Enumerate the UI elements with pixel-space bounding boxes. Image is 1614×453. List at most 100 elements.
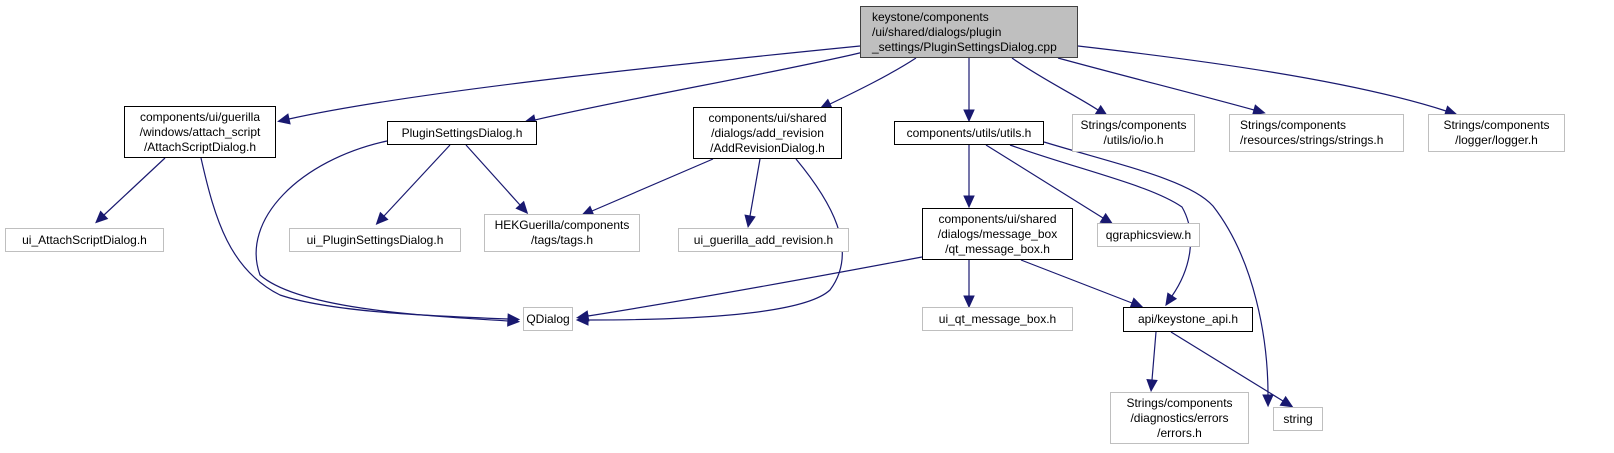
edge-root-to-io_h	[1011, 57, 1109, 117]
arrowhead-icon	[963, 195, 975, 209]
arrowhead-icon	[575, 310, 590, 322]
node-label-line: components/ui/shared	[938, 211, 1057, 226]
node-label-line: components/utils/utils.h	[906, 125, 1032, 140]
arrowhead-icon	[507, 315, 521, 327]
edge-line	[1151, 331, 1157, 381]
node-label-line: ui_guerilla_add_revision.h	[693, 232, 834, 247]
node-keystone-api-h[interactable]: api/keystone_api.h	[1123, 307, 1253, 332]
edge-utils_h-to-keystone_api_h	[1009, 144, 1192, 307]
node-label-line: /qt_message_box.h	[945, 241, 1050, 256]
arrowhead-icon	[375, 211, 389, 225]
edge-root-to-logger_h	[1077, 45, 1458, 117]
edge-line	[1170, 331, 1284, 402]
node-label-line: string	[1283, 411, 1313, 426]
node-ui-attach-script-dialog-h: ui_AttachScriptDialog.h	[5, 228, 164, 252]
node-label-line: /logger/logger.h	[1455, 133, 1538, 147]
node-label-line: api/keystone_api.h	[1137, 312, 1239, 326]
node-utils-h[interactable]: components/utils/utils.h	[894, 121, 1044, 145]
node-io-h: Strings/components/utils/io/io.h	[1072, 114, 1195, 152]
node-label-line: components/ui/guerilla	[139, 109, 261, 124]
node-ui-guerilla-add-revision-h: ui_guerilla_add_revision.h	[678, 228, 849, 252]
edge-root-to-utils_h	[963, 58, 975, 123]
edge-line	[1077, 45, 1447, 112]
edge-utils_h-to-string	[1043, 141, 1274, 408]
arrowhead-icon	[1146, 379, 1158, 393]
edge-root-to-add_revision_dialog_h	[818, 57, 917, 110]
node-label-line: components/ui/shared	[708, 110, 827, 125]
node-label-line: QDialog	[526, 311, 570, 326]
node-ui-qt-message-box-h: ui_qt_message_box.h	[922, 307, 1073, 331]
arrowhead-icon	[1165, 292, 1178, 307]
node-label-line: /dialogs/message_box	[937, 226, 1058, 241]
edge-keystone_api_h-to-errors_h	[1146, 331, 1158, 393]
node-logger-h: Strings/components/logger/logger.h	[1428, 114, 1565, 152]
arrowhead-icon	[963, 295, 975, 309]
node-label-line: Strings/components	[1126, 395, 1233, 410]
arrowhead-icon	[277, 113, 291, 125]
node-label-line: PluginSettingsDialog.h	[401, 125, 523, 140]
node-label-line: HEKGuerilla/components	[494, 218, 630, 232]
node-plugin-settings-dialog-h[interactable]: PluginSettingsDialog.h	[387, 121, 537, 145]
edge-line	[103, 157, 166, 216]
edge-line	[587, 158, 843, 321]
edge-line	[534, 51, 865, 121]
node-qdialog: QDialog	[523, 307, 573, 331]
edge-keystone_api_h-to-string	[1170, 331, 1294, 408]
arrowhead-icon	[744, 214, 756, 229]
node-label-line: ui_AttachScriptDialog.h	[22, 232, 147, 247]
edge-line	[383, 144, 451, 217]
edge-add_revision_dialog_h-to-ui_guerilla_add_revision_h	[744, 158, 761, 229]
node-label-line: /errors.h	[1157, 425, 1202, 440]
edge-utils_h-to-qt_message_box_h	[963, 145, 975, 209]
node-label-line: Strings/components	[1240, 118, 1347, 132]
edge-line	[1009, 144, 1192, 297]
edge-qt_message_box_h-to-ui_qt_message_box_h	[963, 260, 975, 309]
edge-line	[591, 158, 714, 212]
node-attach-script-dialog-h[interactable]: components/ui/guerilla/windows/attach_sc…	[124, 106, 276, 158]
edge-line	[829, 57, 917, 105]
edge-line	[1043, 141, 1269, 396]
node-root-plugin-settings-dialog-cpp: keystone/components/ui/shared/dialogs/pl…	[860, 6, 1078, 58]
arrowhead-icon	[515, 200, 529, 215]
edge-root-to-attach_script_dialog_h	[277, 45, 861, 125]
edge-line	[465, 144, 521, 206]
node-qt-message-box-h[interactable]: components/ui/shared/dialogs/message_box…	[922, 208, 1073, 260]
node-label-line: /ui/shared/dialogs/plugin	[872, 24, 1002, 39]
edge-qt_message_box_h-to-keystone_api_h	[1020, 259, 1144, 309]
edge-add_revision_dialog_h-to-tags_h	[580, 158, 714, 217]
node-label-line: /diagnostics/errors	[1130, 410, 1229, 425]
edge-line	[587, 256, 923, 317]
node-string: string	[1273, 407, 1323, 431]
edge-line	[255, 140, 509, 322]
node-errors-h: Strings/components/diagnostics/errors/er…	[1110, 392, 1249, 444]
node-label-line: /AddRevisionDialog.h	[710, 140, 825, 155]
node-label-line: /resources/strings/strings.h	[1240, 133, 1384, 147]
node-label-line: Strings/components	[1443, 118, 1550, 132]
edge-line	[749, 158, 761, 217]
edge-plugin_settings_dialog_h-to-qdialog	[255, 140, 521, 327]
edge-attach_script_dialog_h-to-ui_attach_script_dialog_h	[95, 157, 166, 224]
edge-plugin_settings_dialog_h-to-tags_h	[465, 144, 529, 215]
edge-line	[1057, 57, 1255, 111]
node-label-line: _settings/PluginSettingsDialog.cpp	[872, 39, 1057, 54]
node-ui-plugin-settings-dialog-h: ui_PluginSettingsDialog.h	[289, 228, 461, 252]
arrowhead-icon	[963, 109, 975, 123]
node-label-line: /AttachScriptDialog.h	[143, 139, 257, 154]
arrowhead-icon	[1251, 104, 1266, 116]
edge-line	[985, 144, 1104, 219]
edge-root-to-strings_h	[1057, 57, 1266, 116]
node-label-line: /windows/attach_script	[139, 124, 261, 139]
edge-plugin_settings_dialog_h-to-ui_plugin_settings_dialog_h	[375, 144, 451, 225]
node-label-line: keystone/components	[872, 9, 989, 24]
node-label-line: /tags/tags.h	[530, 233, 594, 247]
edge-line	[1020, 259, 1133, 304]
node-label-line: ui_PluginSettingsDialog.h	[306, 232, 444, 247]
node-label-line: /dialogs/add_revision	[711, 125, 824, 140]
arrowhead-icon	[95, 210, 109, 224]
edge-line	[1011, 57, 1099, 111]
node-tags-h: HEKGuerilla/components/tags/tags.h	[484, 214, 640, 252]
node-add-revision-dialog-h[interactable]: components/ui/shared/dialogs/add_revisio…	[693, 107, 842, 159]
node-strings-h: Strings/components/resources/strings/str…	[1229, 114, 1404, 152]
